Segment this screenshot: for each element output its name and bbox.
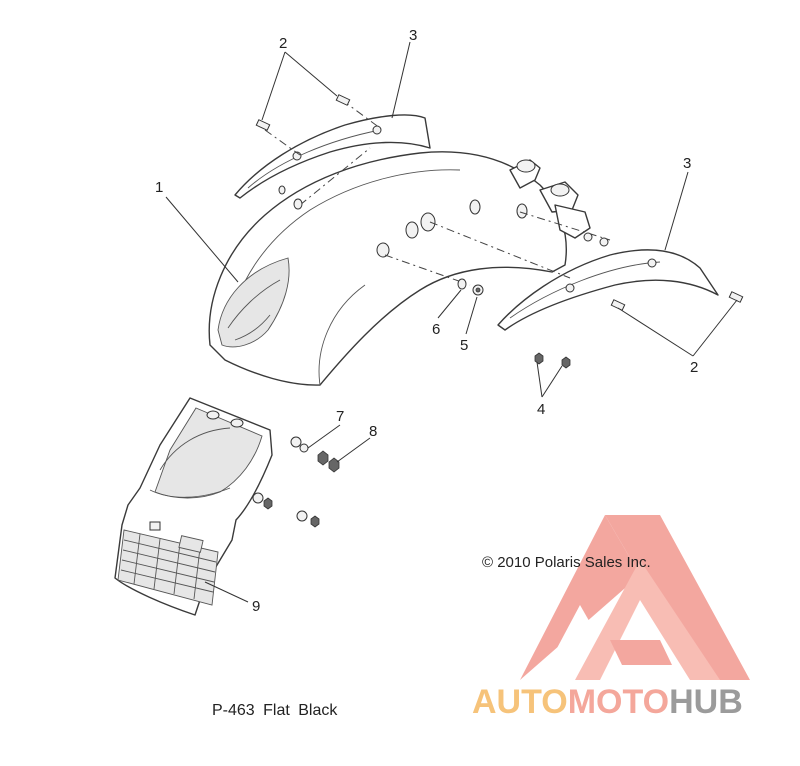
callout-7: 7: [336, 408, 344, 425]
copyright-notice: © 2010 Polaris Sales Inc.: [482, 554, 651, 571]
callout-9: 9: [252, 598, 260, 615]
watermark-logo: [520, 515, 750, 680]
part-reference: P-463 Flat Black: [212, 702, 338, 719]
watermark-text: AUTOMOTOHUB: [472, 683, 743, 722]
fender-rail-right: [497, 249, 719, 331]
hardware: [252, 94, 744, 528]
callout-8: 8: [369, 423, 377, 440]
license-plate-bracket: [114, 397, 273, 616]
watermark-word-auto: AUTO: [472, 683, 568, 721]
callout-2-lower: 2: [690, 359, 698, 376]
callout-labels: 1 2 3 3 2 4 5 6 7 8 9: [155, 27, 698, 615]
watermark-word-hub: HUB: [669, 683, 743, 721]
rear-fender: [208, 151, 591, 386]
callout-4: 4: [537, 401, 545, 418]
assembly-lines: [264, 99, 611, 286]
callout-2-upper: 2: [279, 35, 287, 52]
leader-lines: [165, 41, 738, 603]
reflector-grid: [120, 533, 217, 600]
callout-1: 1: [155, 179, 163, 196]
callout-3-upper: 3: [409, 27, 417, 44]
watermark-word-moto: MOTO: [567, 683, 670, 721]
callout-6: 6: [432, 321, 440, 338]
callout-5: 5: [460, 337, 468, 354]
callout-3-lower: 3: [683, 155, 691, 172]
fender-rail-left: [234, 114, 431, 199]
